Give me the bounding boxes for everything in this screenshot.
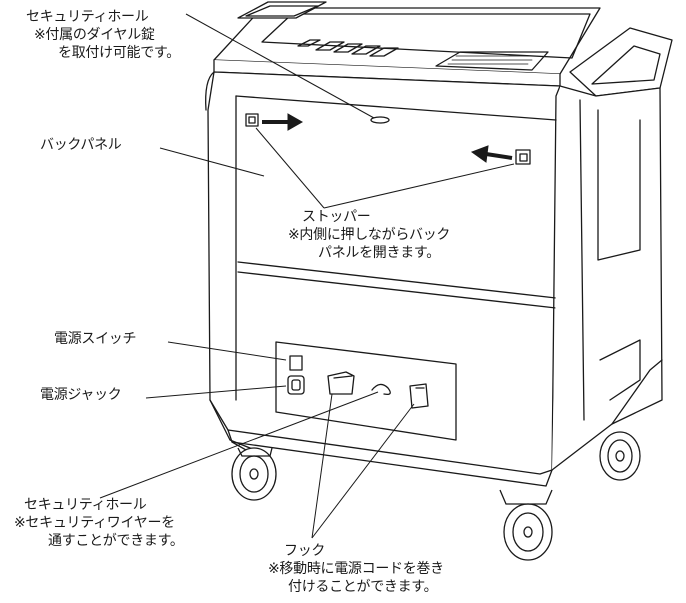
hook-right xyxy=(409,383,429,409)
leader-hook-right xyxy=(311,403,415,539)
leader-stopper-left xyxy=(255,127,325,209)
security-hole-top-title: セキュリティホール xyxy=(26,9,149,25)
top-vent xyxy=(435,51,549,71)
leader-hook-left xyxy=(311,393,333,539)
security-hole-bottom-title: セキュリティホール xyxy=(24,497,147,513)
back-panel-title: バックパネル xyxy=(40,137,122,153)
hook-note: ※移動時に電源コードを巻き xyxy=(268,561,444,577)
label-hook: フック ※移動時に電源コードを巻き 付けることができます。 xyxy=(268,542,444,596)
power-switch-title: 電源スイッチ xyxy=(54,331,137,347)
label-power-switch: 電源スイッチ xyxy=(54,330,137,348)
hook-title: フック xyxy=(284,543,326,559)
stopper-title: ストッパー xyxy=(302,209,371,225)
label-security-hole-top: セキュリティホール ※付属のダイヤル錠 を取付け可能です。 xyxy=(26,8,180,62)
security-hole-top xyxy=(370,116,390,124)
security-hole-top-note: ※付属のダイヤル錠 xyxy=(34,27,155,43)
right-handle xyxy=(569,27,673,97)
leader-security-bottom xyxy=(99,391,379,499)
security-hole-bottom xyxy=(371,383,391,396)
stopper-right xyxy=(515,149,531,165)
stopper-arrows xyxy=(262,113,513,163)
leader-stopper-right xyxy=(323,163,515,209)
leader-back-panel xyxy=(159,147,265,177)
leader-power-jack xyxy=(145,385,287,399)
label-stopper: ストッパー ※内側に押しながらバック パネルを開きます。 xyxy=(288,208,450,262)
power-jack-title: 電源ジャック xyxy=(40,387,122,403)
stopper-left xyxy=(245,113,259,127)
security-hole-bottom-note2: 通すことができます。 xyxy=(48,533,184,549)
hook-left xyxy=(327,371,355,395)
stopper-note2: パネルを開きます。 xyxy=(318,245,440,261)
stopper-note: ※内側に押しながらバック xyxy=(288,227,451,243)
power-switch xyxy=(289,355,303,371)
power-jack xyxy=(287,375,305,395)
label-back-panel: バックパネル xyxy=(40,136,122,154)
right-side xyxy=(551,85,663,471)
security-hole-top-note2: を取付け可能です。 xyxy=(58,45,180,61)
label-power-jack: 電源ジャック xyxy=(40,386,122,404)
hook-note2: 付けることができます。 xyxy=(288,579,438,595)
leader-security-top xyxy=(185,13,375,119)
leader-power-switch xyxy=(167,341,287,361)
label-security-hole-bottom: セキュリティホール ※セキュリティワイヤーを 通すことができます。 xyxy=(14,496,184,550)
security-hole-bottom-note: ※セキュリティワイヤーを xyxy=(14,515,175,531)
power-panel xyxy=(275,341,457,441)
